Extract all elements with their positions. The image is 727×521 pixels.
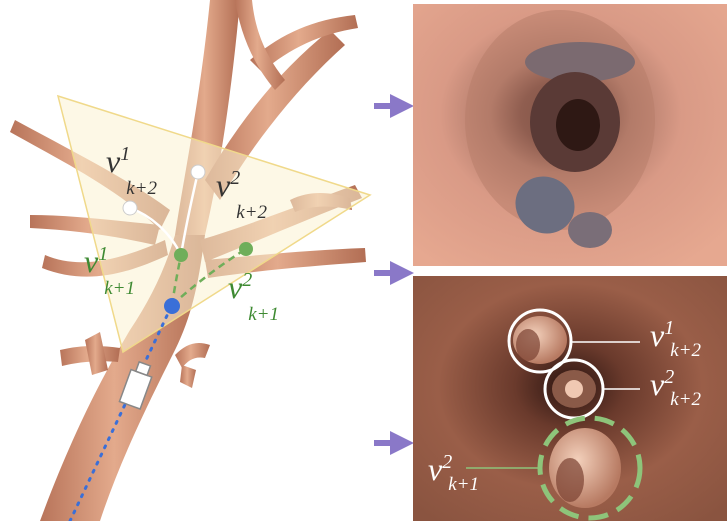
- center-lumen-inner: [556, 99, 600, 151]
- camera-node: [164, 298, 180, 314]
- virtual-lumen-v2-k2-inner: [565, 380, 583, 398]
- right-stub-2: [180, 365, 196, 388]
- right-stub: [175, 343, 210, 368]
- node-v2-k1: [239, 242, 253, 256]
- real-bronchoscopy-view: [413, 4, 727, 266]
- node-v2-k2: [191, 165, 205, 179]
- virtual-lumen-v2-k1-shadow: [556, 458, 584, 502]
- node-v1-k2: [123, 201, 137, 215]
- lower-lumen-2: [568, 212, 612, 248]
- virtual-lumen-v1-k2-shadow: [516, 329, 540, 361]
- node-v1-k1: [174, 248, 188, 262]
